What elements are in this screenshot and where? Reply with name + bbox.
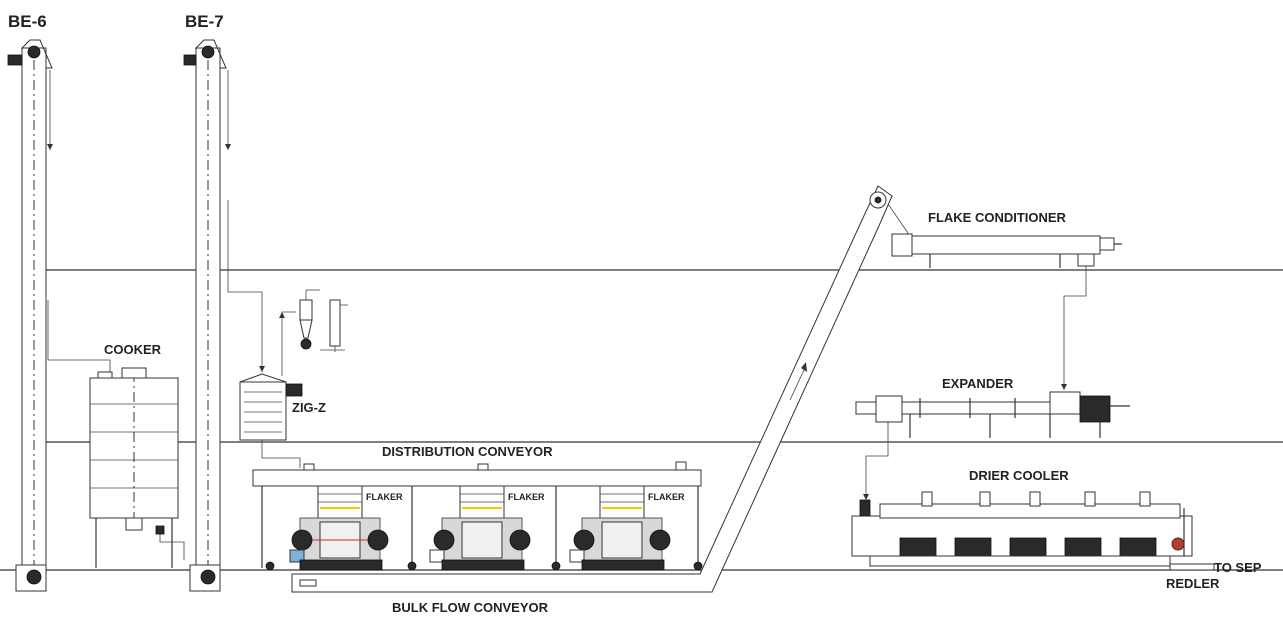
label-to-sep: TO SEP — [1214, 560, 1262, 575]
label-drier-cooler: DRIER COOLER — [969, 468, 1069, 483]
bucket-elevator-be7 — [183, 39, 231, 592]
drier-cooler — [851, 491, 1215, 571]
label-zigz: ZIG-Z — [292, 400, 326, 415]
zigz-conditioner — [239, 373, 303, 468]
label-be7: BE-7 — [185, 12, 224, 31]
bulk-flow-conveyor — [291, 185, 911, 593]
label-cooker: COOKER — [104, 342, 162, 357]
label-flake-conditioner: FLAKE CONDITIONER — [928, 210, 1067, 225]
label-distribution-conveyor: DISTRIBUTION CONVEYOR — [382, 444, 553, 459]
label-bulk-flow-conveyor: BULK FLOW CONVEYOR — [392, 600, 549, 615]
flake-conditioner — [891, 233, 1122, 390]
distribution-conveyor — [252, 461, 703, 571]
label-flaker-3: FLAKER — [648, 492, 685, 502]
label-be6: BE-6 — [8, 12, 47, 31]
bucket-elevator-be6 — [7, 39, 53, 592]
label-expander: EXPANDER — [942, 376, 1014, 391]
expander — [855, 391, 1130, 500]
flaker-3 — [569, 485, 671, 571]
pipe-be6-to-cooker — [47, 300, 111, 372]
label-flaker-1: FLAKER — [366, 492, 403, 502]
cyclone-unit — [279, 289, 348, 376]
label-redler: REDLER — [1166, 576, 1220, 591]
label-flaker-2: FLAKER — [508, 492, 545, 502]
cooker-vessel — [89, 367, 185, 568]
flaker-2 — [429, 485, 531, 571]
pipe-be7-to-zigz — [227, 200, 263, 372]
flaker-1 — [289, 485, 389, 571]
